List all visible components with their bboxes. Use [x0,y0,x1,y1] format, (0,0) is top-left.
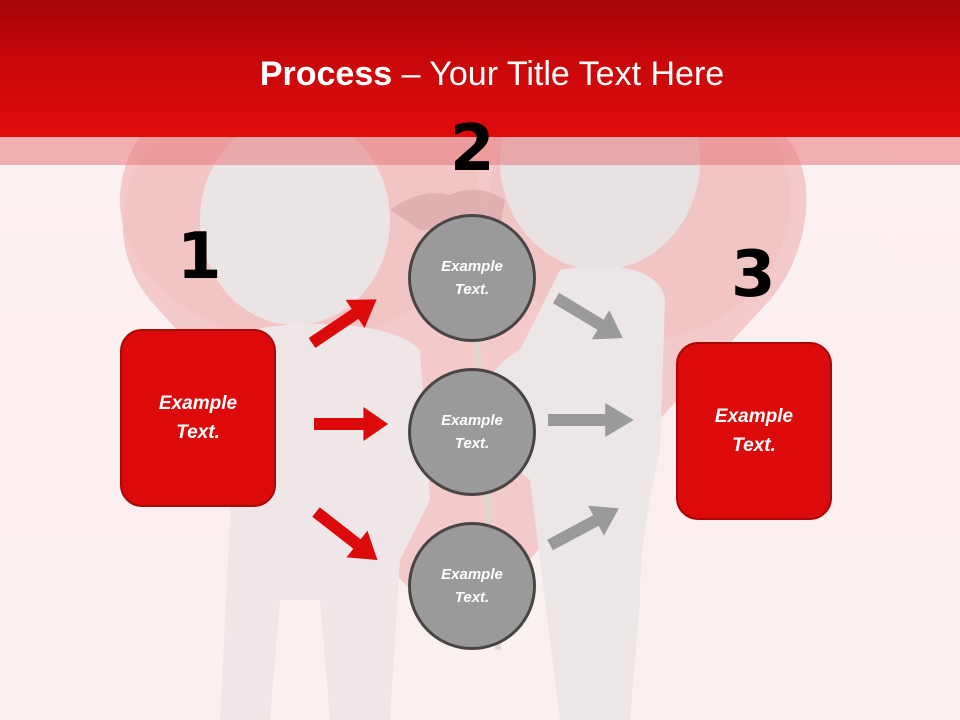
circle-text-line2: Text. [454,589,490,606]
slide-title: Process – Your Title Text Here [0,52,960,96]
title-bar-band [0,137,960,165]
circle-text-line2: Text. [454,435,490,452]
step-2-circle-middle[interactable]: Example Text. [408,368,536,496]
step-number-2: 2 [450,112,495,186]
step-3-box[interactable]: Example Text. [676,342,832,520]
title-bold: Process [259,55,393,93]
circle-text-line1: Example [441,566,503,583]
circle-text-line2: Text. [454,281,490,298]
circle-text-line1: Example [441,258,503,275]
step-3-text-line2: Text. [732,435,776,456]
step-1-box[interactable]: Example Text. [120,329,276,507]
step-2-circle-top[interactable]: Example Text. [408,214,536,342]
step-1-text-line2: Text. [176,422,220,443]
step-number-3: 3 [731,238,776,312]
title-rest: – Your Title Text Here [392,55,725,93]
step-2-circle-bottom[interactable]: Example Text. [408,522,536,650]
step-3-text-line1: Example [714,406,794,427]
step-number-1: 1 [177,220,222,294]
title-bar [0,0,960,137]
step-1-text-line1: Example [158,393,238,414]
circle-text-line1: Example [441,412,503,429]
